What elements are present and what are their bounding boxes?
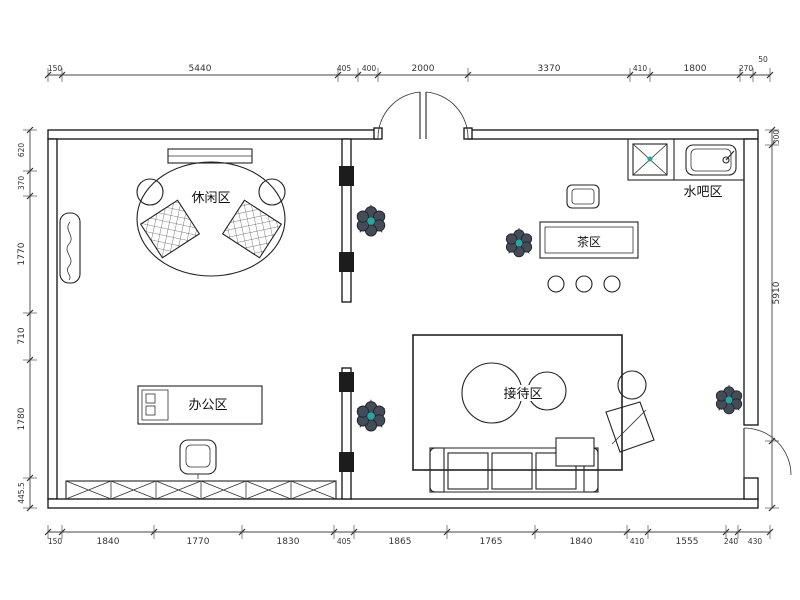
dimension-ticks: [23, 68, 779, 539]
label-reception: 接待区: [503, 386, 542, 402]
chair-icon: [566, 184, 600, 209]
chaise-icon: [605, 401, 655, 453]
dimension-labels-top: 150 5440 405 400 2000 3370 410 1800 270 …: [48, 55, 768, 74]
dimension-label: 405: [337, 537, 352, 546]
dimension-labels-left: 620 370 1770 710 1780 445.5: [17, 143, 27, 504]
office-area: 办公区: [137, 385, 263, 479]
label-tea: 茶区: [577, 234, 601, 249]
tea-area: 茶区: [539, 184, 639, 293]
rug-icon: [412, 334, 623, 471]
storage-cabinet: [65, 480, 337, 500]
dimension-label: 1830: [277, 537, 300, 547]
label-bg: [183, 189, 239, 206]
armchair-icon: [221, 199, 283, 259]
dimension-label: 150: [48, 64, 63, 73]
dimension-label: 410: [630, 537, 645, 546]
plant-icon: [356, 204, 386, 237]
water-bar-area: 水吧区: [627, 138, 745, 200]
plant-icon: [715, 384, 743, 415]
stove-icon: [632, 143, 668, 176]
dimension-label: 5440: [189, 64, 212, 74]
label-leisure: 休闲区: [191, 191, 230, 206]
dimension-label: 1770: [187, 537, 210, 547]
dimension-label: 270: [739, 64, 754, 73]
office-chair-icon: [179, 439, 217, 479]
dimension-label: 410: [633, 64, 648, 73]
dimension-label: 445.5: [17, 482, 26, 504]
dimension-label: 405: [337, 64, 352, 73]
armchair-icon: [139, 199, 201, 259]
dimension-label: 150: [48, 537, 63, 546]
dimension-labels-right: 300 5910: [772, 130, 782, 305]
side-door: [743, 427, 792, 478]
plants: [356, 204, 743, 432]
dimension-label: 1765: [480, 537, 503, 547]
dimension-label: 5910: [772, 281, 782, 304]
dimension-labels-bottom: 150 1840 1770 1830 405 1865 1765 1840 41…: [48, 537, 763, 547]
label-water-bar: 水吧区: [683, 185, 722, 200]
dimension-label: 710: [17, 327, 27, 344]
label-bg: [497, 385, 549, 401]
reception-area: 接待区: [412, 334, 655, 493]
tea-table-icon: [539, 221, 639, 259]
dimension-label: 2000: [412, 64, 435, 74]
label-office: 办公区: [188, 398, 227, 413]
dimension-label: 400: [362, 64, 377, 73]
dimension-label: 620: [17, 143, 26, 158]
dimension-label: 3370: [538, 64, 561, 74]
dimension-label: 1840: [97, 537, 120, 547]
entry-double-door: [377, 91, 469, 140]
stool-icon: [547, 275, 565, 293]
desk-icon: [137, 385, 263, 425]
stool-icon: [603, 275, 621, 293]
plant-icon: [356, 399, 386, 432]
sofa-icon: [429, 447, 599, 493]
dimension-label: 1770: [17, 242, 27, 265]
stool-icon: [575, 275, 593, 293]
dimension-lines: [23, 68, 779, 539]
dimension-label: 50: [758, 55, 768, 64]
leisure-area: 休闲区: [59, 148, 286, 284]
console-icon: [59, 212, 81, 284]
dimension-label: 370: [17, 176, 26, 191]
plant-icon: [505, 227, 533, 258]
side-table-icon: [617, 370, 647, 400]
dimension-label: 300: [772, 130, 781, 145]
dimension-label: 430: [748, 537, 763, 546]
dimension-label: 1865: [389, 537, 412, 547]
dimension-label: 1555: [676, 537, 699, 547]
dimension-label: 1840: [570, 537, 593, 547]
walls: [47, 127, 759, 509]
sofa-table-icon: [555, 437, 595, 467]
label-bg: [180, 396, 236, 413]
dimension-label: 1800: [684, 64, 707, 74]
dimension-label: 1780: [17, 407, 27, 430]
dimension-label: 240: [724, 537, 739, 546]
sink-icon: [685, 144, 737, 176]
